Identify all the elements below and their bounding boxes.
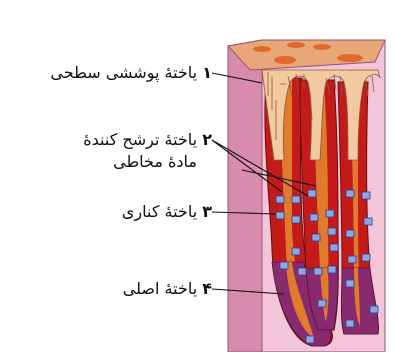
label-chief-cell: ۴ یاختهٔ اصلی xyxy=(123,279,212,299)
label-text-2b: مادهٔ مخاطی xyxy=(113,152,197,171)
label-mucous-secreting-cell: ۲ یاختهٔ ترشح کنندهٔ xyxy=(83,130,212,150)
block-side-face xyxy=(228,40,262,352)
label-text-3: یاختهٔ کناری xyxy=(122,202,197,221)
label-text-1: یاختهٔ پوششی سطحی xyxy=(50,63,197,82)
label-number-1: ۱ xyxy=(202,63,212,82)
label-number-4: ۴ xyxy=(202,279,212,298)
label-text-4: یاختهٔ اصلی xyxy=(123,279,197,298)
label-number-3: ۳ xyxy=(202,202,212,221)
label-text-2: یاختهٔ ترشح کنندهٔ xyxy=(83,130,197,149)
label-surface-epithelial-cell: ۱ یاختهٔ پوششی سطحی xyxy=(50,63,212,83)
label-parietal-cell: ۳ یاختهٔ کناری xyxy=(122,202,212,222)
label-number-2: ۲ xyxy=(202,130,212,149)
label-mucous-secreting-cell-line2: مادهٔ مخاطی xyxy=(113,152,197,172)
